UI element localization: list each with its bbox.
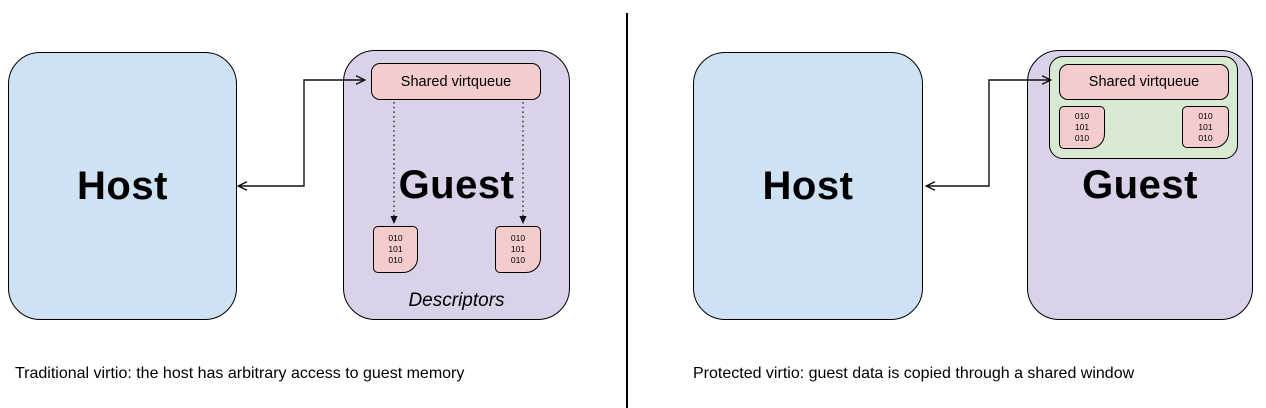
- guest-label: Guest: [398, 163, 515, 207]
- shared-virtqueue-label: Shared virtqueue: [1088, 74, 1200, 90]
- descriptor-bits: 010 101 010: [388, 233, 403, 265]
- host-box-traditional: Host: [8, 52, 237, 320]
- shared-virtqueue-box: Shared virtqueue: [371, 63, 541, 100]
- shared-virtqueue-label: Shared virtqueue: [400, 73, 512, 90]
- arrowhead-left-icon: [924, 181, 936, 191]
- descriptor-bits: 010 101 010: [1198, 110, 1213, 143]
- descriptor-box: 010 101 010: [1059, 106, 1105, 149]
- descriptors-label: Descriptors: [408, 290, 505, 311]
- descriptor-bits: 010 101 010: [510, 233, 526, 265]
- descriptor-box: 010 101 010: [495, 226, 541, 273]
- host-label: Host: [77, 164, 168, 208]
- shared-virtqueue-box: Shared virtqueue: [1059, 64, 1229, 100]
- caption-traditional: Traditional virtio: the host has arbitra…: [15, 365, 465, 382]
- shared-window-box: Shared virtqueue 010 101 010 010 101 010: [1049, 56, 1238, 159]
- descriptor-box: 010 101 010: [373, 226, 418, 273]
- guest-label: Guest: [1082, 163, 1198, 207]
- guest-box-protected: Guest Shared virtqueue 010 101 010 010 1…: [1027, 50, 1253, 320]
- descriptor-bits: 010 101 010: [1074, 111, 1090, 143]
- caption-protected: Protected virtio: guest data is copied t…: [693, 365, 1135, 382]
- host-label: Host: [762, 164, 854, 208]
- guest-box-traditional: Guest Shared virtqueue 010 101 010 010 1…: [343, 50, 570, 320]
- host-box-protected: Host: [693, 52, 923, 320]
- descriptor-box: 010 101 010: [1182, 106, 1229, 148]
- arrowhead-left-icon: [236, 181, 248, 191]
- panel-divider: [626, 13, 628, 408]
